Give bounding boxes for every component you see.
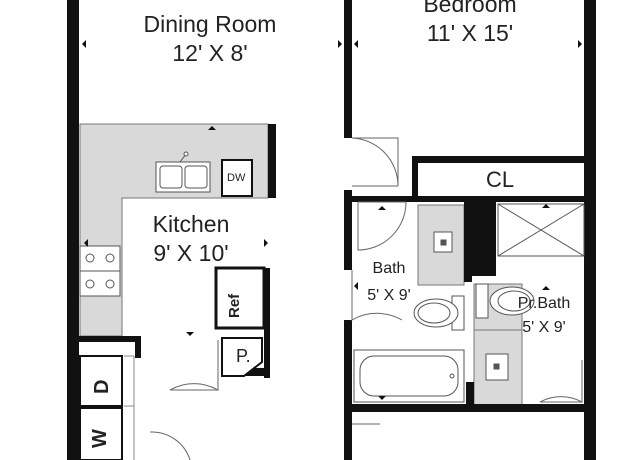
arrow-shower-top [542, 204, 550, 208]
pr-bath-label: Pr.Bath 5' X 9' [504, 292, 584, 340]
laundry-shelf [124, 355, 135, 460]
pr-bath-door [539, 360, 583, 403]
bedroom-door [351, 137, 399, 187]
kitchen-name: Kitchen [152, 211, 230, 237]
washer-label: W [89, 429, 111, 448]
kitchen-label: Kitchen 9' X 10' [126, 210, 256, 268]
arrow-bath-top [378, 206, 386, 210]
wall-left [67, 0, 79, 460]
wall-middle-top [344, 0, 352, 138]
arrow-kitchen-left [84, 239, 88, 247]
chase-wall [472, 200, 496, 268]
kitchen-right-wall [264, 268, 270, 378]
arrow-bath-bottom [378, 396, 386, 400]
bathtub [353, 349, 465, 403]
bedroom-name: Bedroom [423, 0, 517, 17]
bath-wall-bottom [344, 404, 596, 412]
pantry-wall [246, 368, 270, 376]
wall-middle-mid [344, 190, 352, 270]
pr-bath-sink [485, 353, 509, 381]
dining-room-size: 12' X 8' [172, 39, 248, 66]
arrow-kitchen-bottom [186, 332, 194, 336]
closet-label: CL [486, 167, 515, 192]
kitchen-size: 9' X 10' [153, 239, 229, 266]
pantry-label: P. [236, 346, 251, 366]
kitchen-sink [155, 151, 211, 193]
pr-bath-size: 5' X 9' [522, 319, 566, 336]
dimension-arrows [82, 40, 582, 400]
shower-wall [530, 196, 586, 202]
bath-label: Bath 5' X 9' [354, 255, 424, 309]
bedroom-label: Bedroom 11' X 15' [370, 0, 570, 48]
door-swings [149, 137, 583, 460]
closet-wall-bottom [352, 196, 588, 202]
bath-name: Bath [372, 260, 406, 277]
bath-toilet [413, 295, 465, 331]
stove [79, 245, 121, 297]
bath-sink [433, 231, 453, 253]
dishwasher-box [221, 159, 253, 197]
arrow-dining-right [338, 40, 342, 48]
dining-room-label: Dining Room 12' X 8' [110, 10, 310, 68]
closet-wall-left [412, 156, 418, 202]
pantry-door [169, 340, 219, 391]
refrigerator-box [214, 266, 266, 330]
pr-bath-wall-left [466, 382, 474, 412]
bath-divider-wall [464, 200, 472, 282]
dryer-label: D [91, 379, 113, 394]
kitchen-wall-stub [268, 124, 276, 198]
bath-door-2 [351, 270, 403, 321]
walls [67, 0, 596, 460]
arrow-kitchen-top [208, 126, 216, 130]
wall-middle-low [344, 320, 352, 460]
pr-bath-name: Pr.Bath [517, 295, 571, 312]
arrow-bedroom-left [354, 40, 358, 48]
bedroom-size: 11' X 15' [426, 19, 514, 46]
arrow-dining-left [82, 40, 86, 48]
dishwasher-label: DW [227, 172, 246, 184]
pantry-box [221, 337, 263, 377]
refrigerator-label: Ref [226, 293, 243, 318]
shower [497, 203, 585, 257]
arrow-bath-left [354, 282, 358, 290]
dining-room-name: Dining Room [143, 11, 277, 37]
arrow-bedroom-right [578, 40, 582, 48]
laundry-units [79, 355, 123, 460]
bath-size: 5' X 9' [367, 287, 411, 305]
closet-wall-top [412, 156, 588, 163]
arrow-prbath-top [542, 286, 550, 290]
arrow-kitchen-right [264, 239, 268, 247]
laundry-wall-stub [135, 336, 141, 358]
laundry-door [149, 431, 191, 460]
pr-bath-toilet [475, 283, 535, 319]
laundry-wall-top [79, 336, 141, 342]
bath-door [357, 201, 407, 251]
wall-right [584, 0, 596, 460]
chase-wall-bottom [464, 268, 496, 276]
